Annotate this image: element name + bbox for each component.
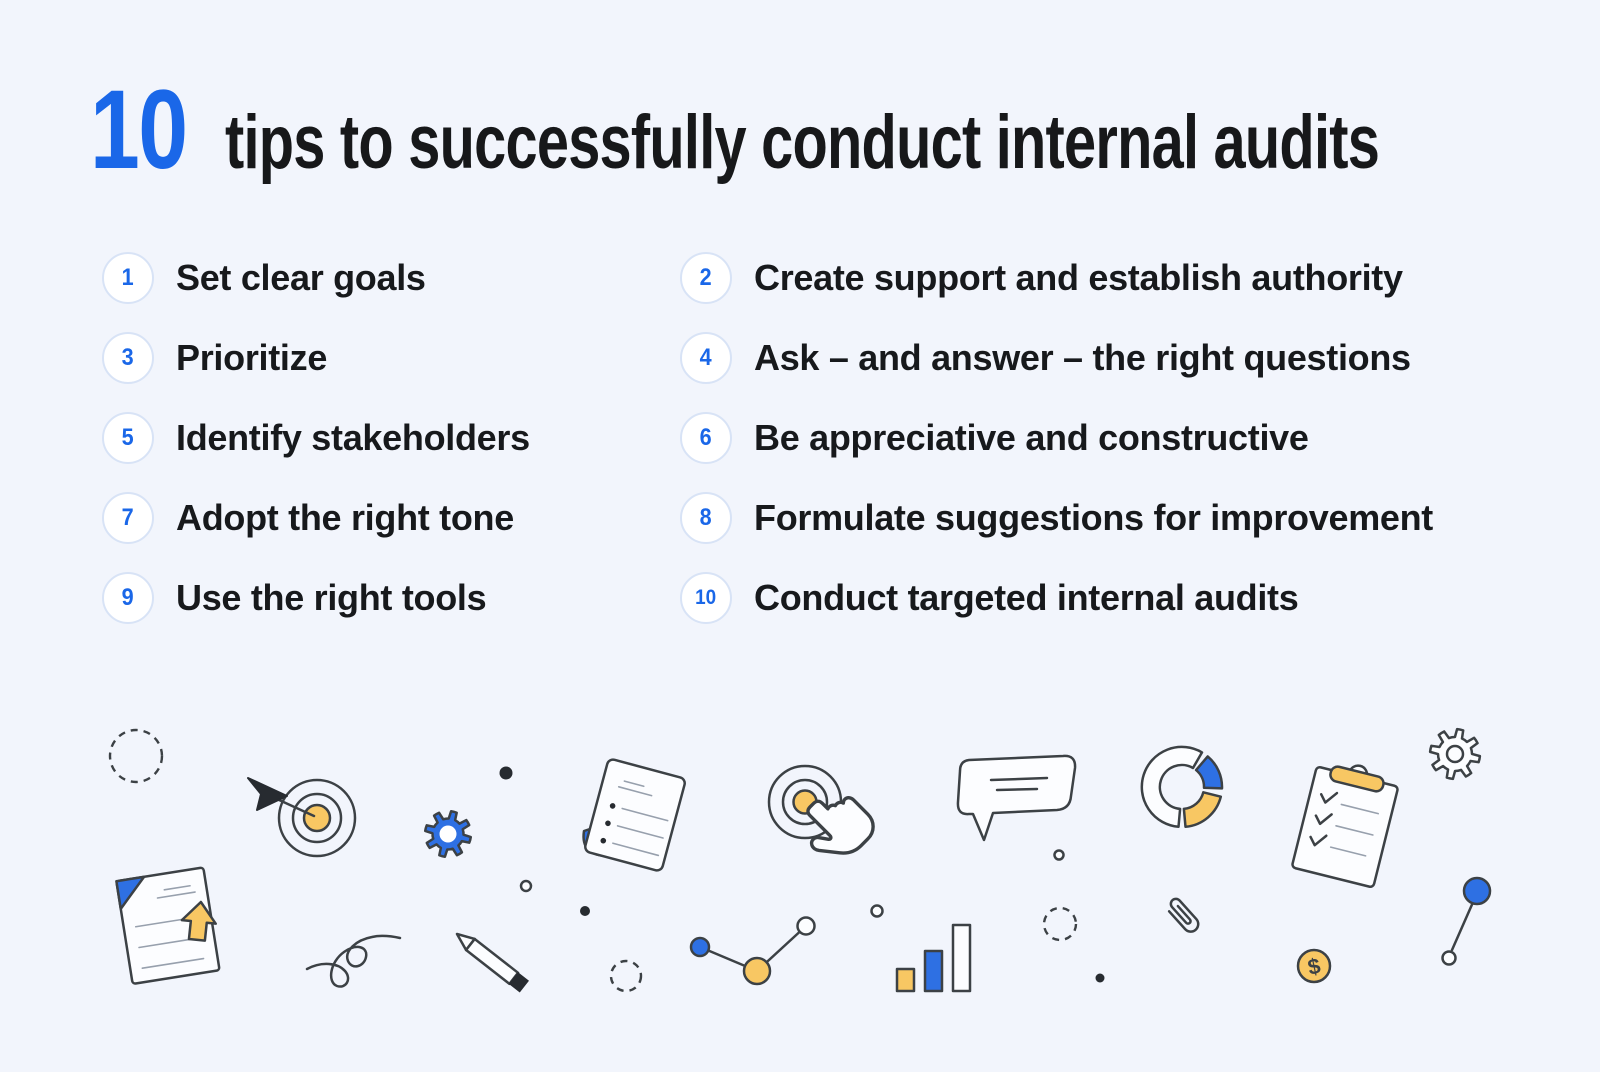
tip-label: Use the right tools (176, 577, 487, 618)
tip-number-badge: 4 (680, 332, 732, 384)
document-upload-icon (115, 866, 221, 985)
gear-icon (423, 809, 473, 859)
squiggle-icon (305, 934, 402, 988)
dashed-circle-icon (108, 728, 164, 784)
tip-item-5: 5 Identify stakeholders (102, 412, 530, 464)
svg-text:$: $ (1306, 953, 1323, 980)
tip-item-1: 1 Set clear goals (102, 252, 426, 304)
tip-label: Formulate suggestions for improvement (754, 497, 1434, 538)
gear-outline-icon (1428, 727, 1482, 781)
donut-chart-icon (1140, 745, 1224, 829)
pin-connector-icon (1441, 876, 1492, 966)
scatter-dots (499, 766, 1105, 993)
target-click-icon (767, 764, 875, 855)
speech-bubble-icon (956, 754, 1077, 842)
tip-label: Create support and establish authority (754, 257, 1403, 298)
tip-number-badge: 7 (102, 492, 154, 544)
tip-number-badge: 9 (102, 572, 154, 624)
tip-label: Ask – and answer – the right questions (754, 337, 1411, 378)
tip-number-badge: 1 (102, 252, 154, 304)
tip-item-7: 7 Adopt the right tone (102, 492, 514, 544)
arrow-up-icon (180, 900, 217, 942)
tip-label: Set clear goals (176, 257, 426, 298)
tip-number-badge: 3 (102, 332, 154, 384)
tip-label: Adopt the right tone (176, 497, 514, 538)
tip-item-3: 3 Prioritize (102, 332, 327, 384)
tip-item-4: 4 Ask – and answer – the right questions (680, 332, 1411, 384)
page-title: 10 tips to successfully conduct internal… (90, 74, 1600, 186)
tip-item-6: 6 Be appreciative and constructive (680, 412, 1309, 464)
tip-label: Prioritize (176, 337, 328, 378)
tip-item-10: 10 Conduct targeted internal audits (680, 572, 1299, 624)
tip-label: Conduct targeted internal audits (754, 577, 1299, 618)
tip-item-2: 2 Create support and establish authority (680, 252, 1403, 304)
tip-number-badge: 8 (680, 492, 732, 544)
tips-list: 1 Set clear goals 2 Create support and e… (102, 252, 1522, 652)
tip-item-8: 8 Formulate suggestions for improvement (680, 492, 1433, 544)
paperclip-icon (1167, 897, 1200, 933)
checklist-document-icon (582, 758, 686, 872)
clipboard-checklist-icon (1291, 764, 1399, 889)
title-text: tips to successfully conduct internal au… (224, 100, 1380, 185)
dollar-coin-icon: $ (1296, 948, 1332, 984)
line-chart-dots-icon (689, 916, 816, 986)
tip-item-9: 9 Use the right tools (102, 572, 487, 624)
title-number: 10 (90, 67, 188, 192)
tip-number-badge: 10 (680, 572, 732, 624)
tip-label: Identify stakeholders (176, 417, 530, 458)
tip-number-badge: 6 (680, 412, 732, 464)
tip-number-badge: 5 (102, 412, 154, 464)
tip-number-badge: 2 (680, 252, 732, 304)
tip-label: Be appreciative and constructive (754, 417, 1309, 458)
target-arrow-icon (247, 777, 357, 858)
pencil-icon (455, 932, 529, 993)
bar-chart-icon (895, 923, 972, 993)
hand-cursor-icon (806, 795, 875, 855)
